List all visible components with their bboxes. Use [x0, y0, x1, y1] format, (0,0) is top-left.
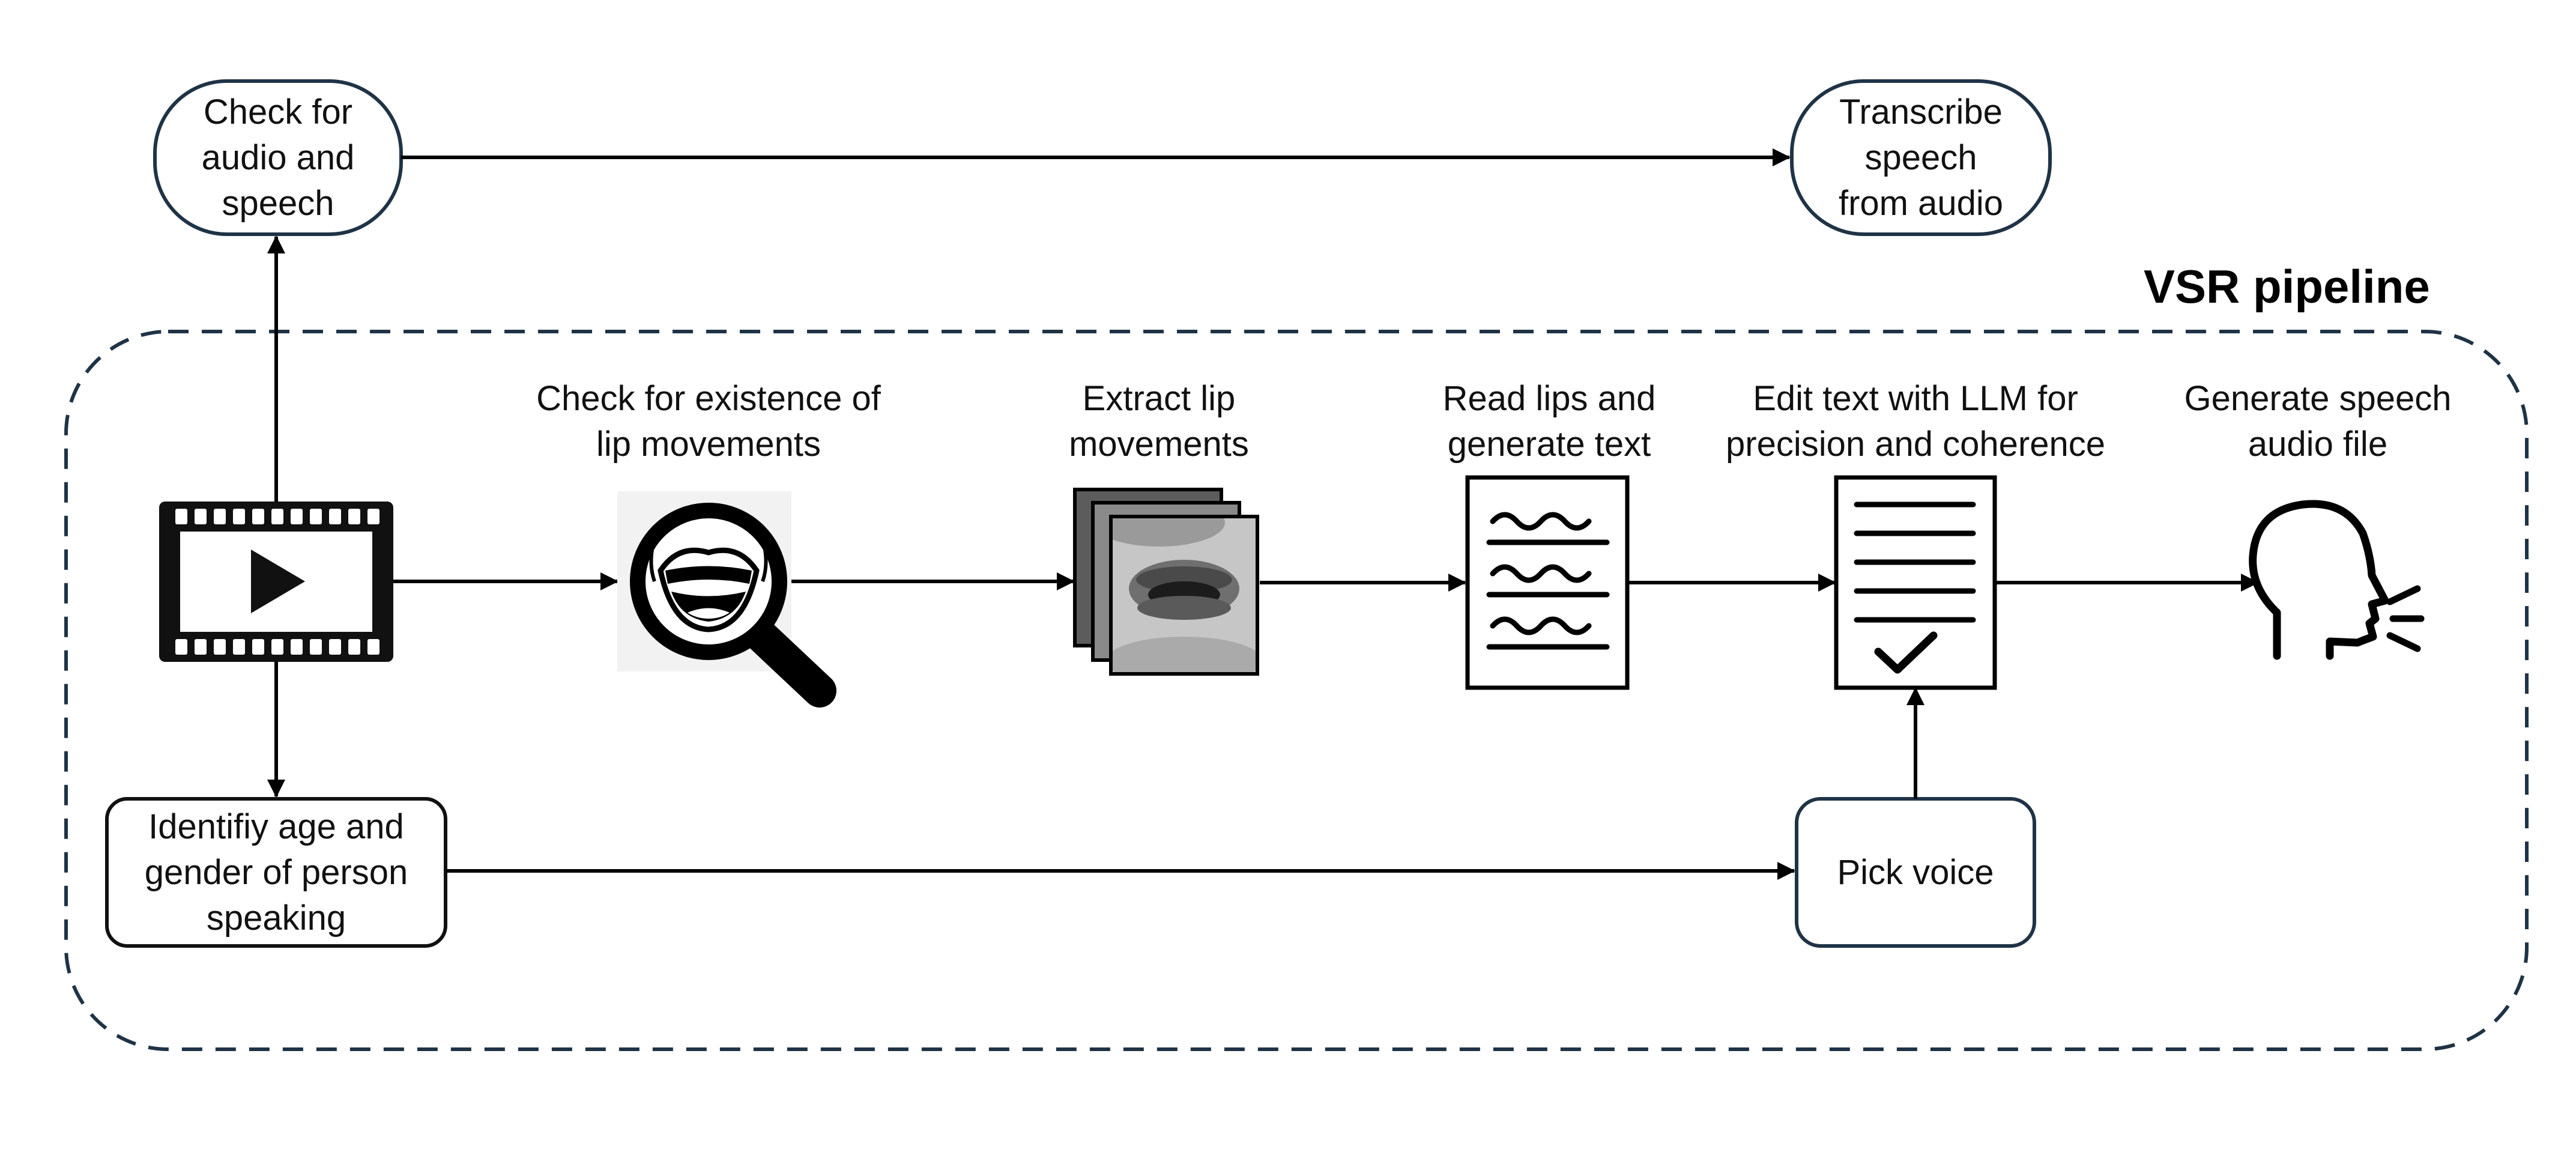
- generate-caption: Generate speech audio file: [2184, 379, 2452, 464]
- checked-document-icon: [1834, 475, 1997, 690]
- lip-magnifier-icon: [617, 491, 836, 708]
- lip-check-caption: Check for existence of lip movements: [536, 379, 881, 464]
- pick-voice-label: Pick voice: [1837, 852, 1994, 892]
- speaking-head-icon: [2249, 500, 2425, 660]
- read-lips-caption: Read lips and generate text: [1442, 379, 1656, 464]
- transcribe-label: Transcribe speech from audio: [1838, 92, 2004, 223]
- lip-frames-icon: [1073, 488, 1259, 676]
- vsr-pipeline-boundary: [64, 330, 2529, 1051]
- text-document-icon: [1465, 475, 1630, 690]
- vsr-pipeline-title: VSR pipeline: [2144, 260, 2430, 313]
- transcribe-box: [1790, 79, 2052, 236]
- video-film-icon: [159, 502, 393, 662]
- identify-label: Identifiy age and gender of person speak…: [144, 807, 408, 938]
- edit-llm-caption: Edit text with LLM for precision and coh…: [1726, 379, 2105, 464]
- check-audio-label: Check for audio and speech: [201, 92, 355, 223]
- extract-caption: Extract lip movements: [1069, 379, 1249, 464]
